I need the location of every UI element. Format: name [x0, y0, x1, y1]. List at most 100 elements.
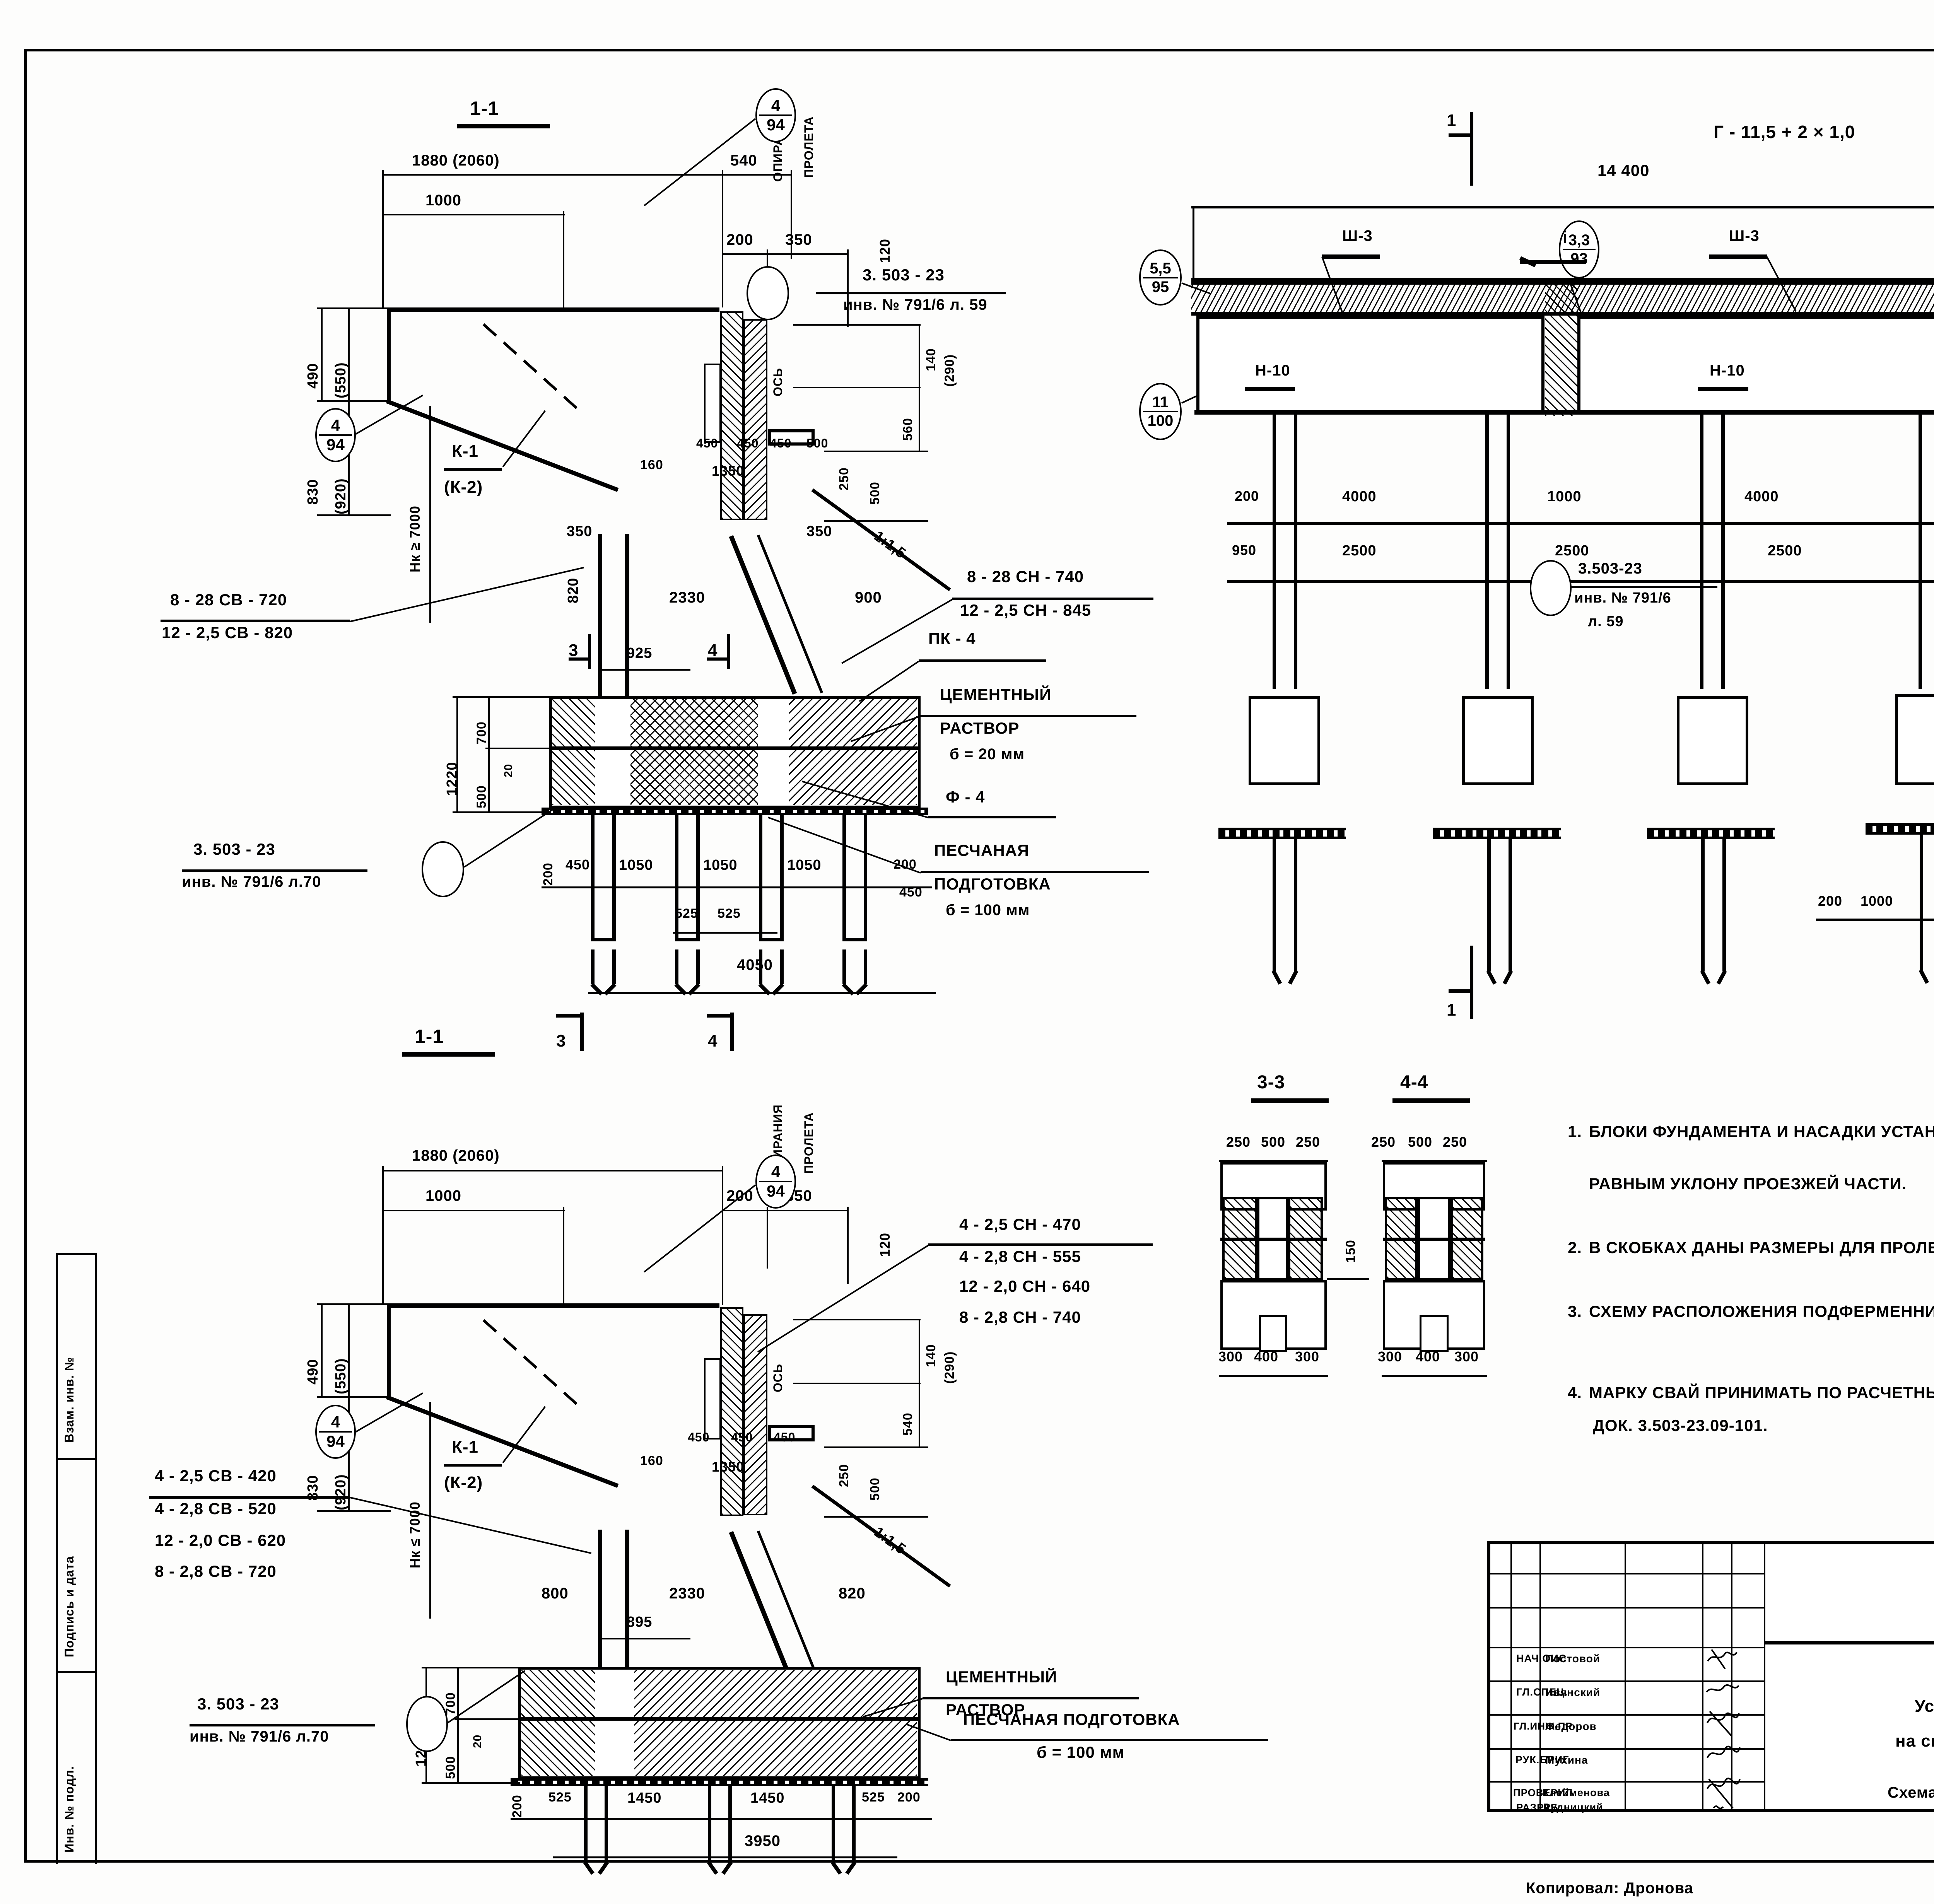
- b-callout-ch-2: 12 - 2,0 СН - 640: [959, 1277, 1091, 1295]
- dim-525-line: [673, 932, 777, 934]
- b-dim-2330: 2330: [669, 1585, 705, 1602]
- b-dim-left-tick-1: [321, 1303, 323, 1398]
- b-callout-cement-2: РАСТВОР: [946, 1701, 1025, 1719]
- elev-dim-tick-l: [1193, 206, 1194, 278]
- b-dim-800: 800: [542, 1585, 569, 1602]
- dim-line-1000: [383, 214, 565, 215]
- detail-3-3-dimb-2: 300: [1295, 1349, 1320, 1364]
- section-mark-3-top: 3: [569, 641, 579, 660]
- detail-4-4-dim-line-bot: [1382, 1375, 1487, 1377]
- tb-doc-divider: [1764, 1641, 1934, 1644]
- tb-role-0: НАЧ.ОИС: [1516, 1653, 1567, 1664]
- note-4-line-1: МАРКУ СВАЙ ПРИНИМАТЬ ПО РАСЧЕТНЫМ ЛИСТАМ: [1589, 1383, 1934, 1402]
- detail-3-3-dimb-1: 400: [1254, 1349, 1279, 1364]
- b-label-proleta: ПРОЛЕТА: [802, 1112, 816, 1174]
- tb-title-line-3: Схема расположения: [1888, 1784, 1934, 1801]
- b-dim-1450b: 1450: [750, 1790, 785, 1806]
- b-dim-820: 820: [839, 1585, 866, 1602]
- note-4-num: 4.: [1568, 1383, 1582, 1402]
- section-mark-4-top: 4: [708, 641, 718, 660]
- dim-1050a-top: 1050: [619, 857, 653, 873]
- oval-bottom-value: 94: [767, 1182, 785, 1200]
- b-dim-250-line: [824, 1446, 928, 1448]
- detail-3-3-dim-line-bot: [1219, 1375, 1328, 1377]
- pile-dim-row-line: [542, 886, 932, 888]
- b-dim-500-line: [824, 1516, 928, 1518]
- tb-name-4: Клейменова: [1543, 1787, 1610, 1798]
- note-1-line-1: БЛОКИ ФУНДАМЕНТА И НАСАДКИ УСТАНАВЛИВАТЬ…: [1589, 1122, 1934, 1141]
- b-dim-line-350: [767, 1210, 848, 1211]
- b-dim-490: 490: [305, 1359, 321, 1385]
- callout-cement-2: РАСТВОР: [940, 719, 1020, 737]
- b-oval-callout-4-94-b: 4 94: [315, 1405, 356, 1459]
- sect4-mark-v: [727, 634, 730, 669]
- oval-divider: [1562, 249, 1596, 250]
- dim-540: 540: [730, 152, 757, 169]
- dim-20-top: 20: [502, 763, 515, 777]
- dim-line-540: [722, 174, 791, 176]
- elevation-title: Г - 11,5 + 2 × 1,0: [1714, 122, 1855, 142]
- label-proleta: ПРОЛЕТА: [802, 116, 816, 178]
- abut-shelf: [768, 429, 815, 446]
- b-oval-callout-4-94-a: 4 94: [755, 1154, 796, 1209]
- note-3-num: 3.: [1568, 1302, 1582, 1320]
- oval-divider: [759, 1181, 793, 1182]
- dim-250-line: [824, 451, 928, 452]
- oval-top-value: 4: [331, 416, 340, 434]
- b-callout-cb-rule: [149, 1496, 350, 1499]
- deck-top-line: [1191, 278, 1934, 285]
- foundation-hatch-right: [789, 699, 917, 805]
- b-dim-line-1880: [382, 1170, 723, 1171]
- section-bottom-title-underline: [402, 1052, 495, 1057]
- b-dim-tick-c: [722, 1166, 723, 1305]
- dim-1220-top: 1220: [444, 762, 460, 796]
- b-callout-3503: 3. 503 - 23: [197, 1695, 279, 1713]
- b-dim-left-line-3: [317, 1510, 391, 1512]
- b-label-k1: К-1: [452, 1438, 478, 1457]
- b-dim-450a: 450: [688, 1430, 710, 1444]
- pile-label-1: Н-10: [1255, 362, 1290, 379]
- elev-sect-mark-h-bot: [1449, 989, 1471, 993]
- callout-bottom-a-rule: [182, 869, 367, 872]
- dim-tick-a: [382, 170, 384, 307]
- tb-name-5: Рудницкий: [1543, 1802, 1603, 1813]
- dim-500-top: 500: [868, 482, 882, 505]
- dim-left-line-2: [317, 400, 391, 402]
- section-bottom-title: 1-1: [415, 1026, 444, 1047]
- b-callout-sand-rule: [951, 1739, 1268, 1741]
- b-dim-1880: 1880 (2060): [412, 1147, 500, 1164]
- b-callout-cb-1: 4 - 2,8 СВ - 520: [155, 1499, 277, 1518]
- callout-inv-791-70-a: инв. № 791/6 л.70: [182, 873, 321, 890]
- callout-pk4: ПК - 4: [928, 629, 976, 647]
- b-shaft-right: [625, 1530, 629, 1711]
- b-k1-underline: [444, 1464, 502, 1467]
- elev-dim-r2-c2: 2500: [1555, 543, 1589, 559]
- note-1-line-2: РАВНЫМ УКЛОНУ ПРОЕЗЖЕЙ ЧАСТИ.: [1589, 1175, 1907, 1193]
- dim-290: (290): [942, 354, 957, 387]
- b-callout-inv-791-70: инв. № 791/6 л.70: [190, 1728, 329, 1745]
- dim-200: 200: [726, 231, 753, 248]
- elev-sect-mark-v-top: [1470, 112, 1473, 186]
- dim-900-top: 900: [855, 589, 882, 606]
- b-fdn-dim-tick-b: [457, 1667, 459, 1783]
- dim-700-top: 700: [474, 721, 489, 745]
- b-callout-cement-1: ЦЕМЕНТНЫЙ: [946, 1668, 1058, 1686]
- b-dim-160: 160: [640, 1453, 663, 1468]
- oval-leader-ring-b: [422, 841, 464, 897]
- oval-bottom-value: 94: [326, 1432, 345, 1450]
- b-foundation-hatch-right: [634, 1670, 917, 1776]
- callout-f4-rule: [928, 816, 1056, 818]
- b-dim-450b: 450: [731, 1430, 753, 1444]
- tb-name-1: Ивянский: [1545, 1686, 1601, 1698]
- dim-1000: 1000: [425, 192, 461, 209]
- k1-underline: [444, 468, 502, 471]
- dim-left-line-3: [317, 514, 391, 516]
- dim-160-top: 160: [640, 458, 663, 472]
- elev-callout-rule: [1570, 586, 1717, 588]
- fdn-dim-tick-b: [488, 696, 490, 812]
- dim-450c-top: 450: [770, 436, 792, 450]
- dim-left-tick-1: [321, 307, 323, 402]
- foundation-hatch-left: [552, 699, 595, 805]
- section-top-title-underline: [457, 124, 550, 128]
- oval-divider: [319, 1431, 352, 1433]
